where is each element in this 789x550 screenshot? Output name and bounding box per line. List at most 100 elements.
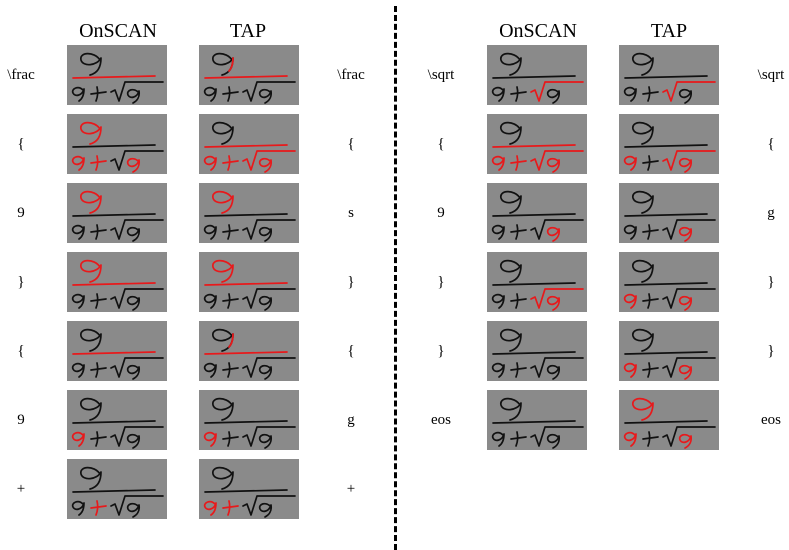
stroke-d9	[491, 293, 505, 309]
stroke-bar	[204, 489, 288, 493]
stroke-plus	[510, 86, 527, 102]
stroke-sq9	[258, 364, 273, 380]
stroke-bar	[204, 351, 288, 355]
left-onscan-tile-1	[67, 114, 167, 174]
stroke-plus	[510, 431, 527, 447]
stroke-sqrt	[110, 357, 164, 378]
stroke-sq9	[546, 226, 561, 242]
stroke-plus	[90, 293, 107, 309]
left-onscan-token-4: {	[17, 343, 25, 359]
stroke-num	[632, 259, 654, 283]
stroke-plus	[90, 431, 107, 447]
right-tap-token-5: eos	[761, 412, 781, 428]
left-tap-tile-2	[199, 183, 299, 243]
stroke-sqrt	[242, 150, 296, 171]
left-onscan-token-2: 9	[17, 205, 25, 221]
stroke-plus	[642, 431, 659, 447]
left-tap-tile-5	[199, 390, 299, 450]
right-onscan-token-5: eos	[431, 412, 451, 428]
stroke-plus	[90, 155, 107, 171]
stroke-plus	[642, 362, 659, 378]
right-tap-token-2: g	[767, 205, 775, 221]
stroke-num	[212, 466, 234, 490]
right-onscan-tile-2	[487, 183, 587, 243]
stroke-num	[500, 52, 522, 76]
stroke-plus	[642, 155, 659, 171]
right-tap-tile-5	[619, 390, 719, 450]
stroke-d9	[71, 293, 85, 309]
stroke-num	[632, 328, 654, 352]
stroke-num	[80, 121, 102, 145]
right-tap-tile-2	[619, 183, 719, 243]
stroke-sq9	[678, 88, 693, 104]
right-tap-token-0: \sqrt	[757, 67, 785, 83]
stroke-sq9	[678, 364, 693, 380]
stroke-plus	[222, 86, 239, 102]
stroke-plus	[90, 362, 107, 378]
stroke-sqrt	[242, 219, 296, 240]
stroke-num	[500, 121, 522, 145]
stroke-sq9	[258, 502, 273, 518]
stroke-sqrt	[530, 150, 584, 171]
stroke-d9	[71, 431, 85, 447]
stroke-sqrt	[530, 357, 584, 378]
stroke-plus	[222, 293, 239, 309]
stroke-d9	[203, 86, 217, 102]
right-onscan-token-0: \sqrt	[427, 67, 455, 83]
left-onscan-tile-0	[67, 45, 167, 105]
right-onscan-tile-4	[487, 321, 587, 381]
stroke-sq9	[126, 364, 141, 380]
left-tap-token-2: s	[348, 205, 354, 221]
stroke-sqrt	[110, 495, 164, 516]
right-onscan-tile-0	[487, 45, 587, 105]
stroke-d9	[623, 155, 637, 171]
stroke-sq9	[126, 226, 141, 242]
stroke-d9	[491, 224, 505, 240]
stroke-bar	[72, 420, 156, 424]
stroke-num	[212, 52, 234, 76]
stroke-d9	[491, 155, 505, 171]
stroke-plus	[642, 224, 659, 240]
stroke-d9	[623, 293, 637, 309]
stroke-sqrt	[110, 81, 164, 102]
left-onscan-tile-3	[67, 252, 167, 312]
stroke-sqrt	[662, 219, 716, 240]
left-tap-tile-1	[199, 114, 299, 174]
stroke-d9	[71, 86, 85, 102]
stroke-sq9	[126, 295, 141, 311]
left-tap-token-0: \frac	[337, 67, 365, 83]
stroke-plus	[90, 224, 107, 240]
stroke-sq9	[546, 433, 561, 449]
right-tap-token-1: {	[767, 136, 775, 152]
stroke-sqrt	[530, 426, 584, 447]
right-tap-tile-4	[619, 321, 719, 381]
stroke-sqrt	[110, 426, 164, 447]
stroke-d9	[71, 500, 85, 516]
left-tap-tile-3	[199, 252, 299, 312]
right-onscan-token-3: }	[437, 274, 445, 290]
stroke-bar	[72, 282, 156, 286]
stroke-bar	[204, 282, 288, 286]
left-tap-tile-6	[199, 459, 299, 519]
stroke-sqrt	[662, 150, 716, 171]
right-onscan-header: OnSCAN	[499, 20, 577, 42]
left-onscan-tile-4	[67, 321, 167, 381]
stroke-sq9	[258, 226, 273, 242]
stroke-num	[212, 121, 234, 145]
stroke-sq9	[678, 226, 693, 242]
stroke-num	[212, 328, 234, 352]
stroke-sq9	[258, 295, 273, 311]
stroke-sq9	[546, 88, 561, 104]
stroke-sq9	[126, 88, 141, 104]
stroke-d9	[491, 362, 505, 378]
stroke-plus	[510, 155, 527, 171]
right-onscan-token-1: {	[437, 136, 445, 152]
stroke-bar	[204, 144, 288, 148]
stroke-sqrt	[530, 219, 584, 240]
stroke-sqrt	[110, 288, 164, 309]
right-tap-token-3: }	[767, 274, 775, 290]
right-tap-header: TAP	[650, 20, 688, 42]
stroke-num	[212, 259, 234, 283]
stroke-d9	[623, 86, 637, 102]
stroke-sqrt	[242, 81, 296, 102]
